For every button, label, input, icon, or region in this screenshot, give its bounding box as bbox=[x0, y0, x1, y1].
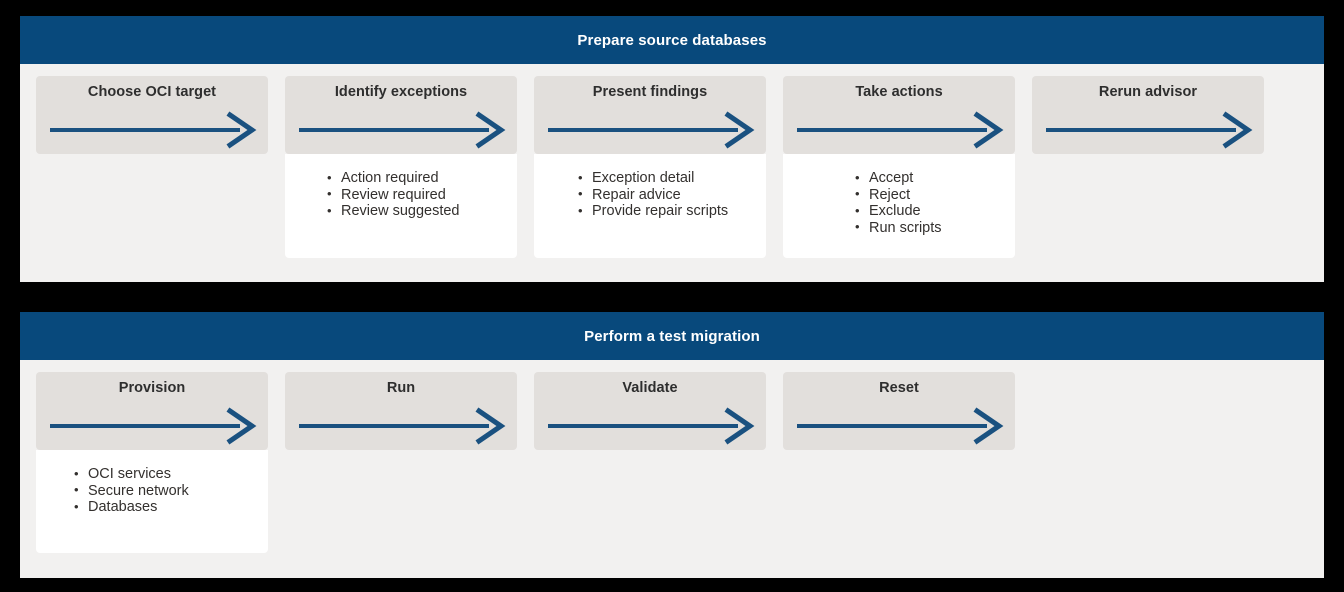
step-title: Run bbox=[386, 380, 416, 396]
bullet-item: Repair advice bbox=[544, 186, 756, 204]
step-box[interactable]: Run bbox=[285, 372, 517, 450]
bullet-card: Action requiredReview requiredReview sug… bbox=[285, 154, 517, 258]
step-box[interactable]: Validate bbox=[534, 372, 766, 450]
right-arrow-icon bbox=[797, 407, 1005, 445]
bullet-item: Reject bbox=[793, 186, 1005, 204]
column-provision: Provision OCI servicesSecure networkData… bbox=[36, 372, 268, 553]
bullet-card: AcceptRejectExcludeRun scripts bbox=[783, 154, 1015, 258]
panel-prepare-source-databases: Prepare source databases Choose OCI targ… bbox=[20, 16, 1324, 282]
bullet-item: Accept bbox=[793, 170, 1005, 187]
bullet-list: Action requiredReview requiredReview sug… bbox=[295, 170, 507, 220]
bullet-item: OCI services bbox=[46, 466, 258, 483]
bullet-card-placeholder bbox=[36, 154, 268, 258]
bullet-card-placeholder bbox=[1032, 154, 1264, 258]
bullet-list: OCI servicesSecure networkDatabases bbox=[46, 466, 258, 516]
bullet-item: Databases bbox=[46, 499, 258, 516]
bullet-list: Exception detailRepair adviceProvide rep… bbox=[544, 170, 756, 220]
bullet-item: Review required bbox=[295, 186, 507, 204]
bullet-card-placeholder bbox=[534, 450, 766, 554]
panel-perform-test-migration: Perform a test migration Provision OCI s… bbox=[20, 312, 1324, 578]
right-arrow-icon bbox=[299, 407, 507, 445]
column-validate: Validate bbox=[534, 372, 766, 554]
column-take-actions: Take actions AcceptRejectExcludeRun scri… bbox=[783, 76, 1015, 258]
bullet-item: Exclude bbox=[793, 203, 1005, 220]
step-title: Validate bbox=[622, 380, 678, 396]
step-box[interactable]: Rerun advisor bbox=[1032, 76, 1264, 154]
bullet-item: Provide repair scripts bbox=[544, 203, 756, 220]
bullet-item: Run scripts bbox=[793, 219, 1005, 237]
step-box[interactable]: Present findings bbox=[534, 76, 766, 154]
column-present-findings: Present findings Exception detailRepair … bbox=[534, 76, 766, 258]
step-box[interactable]: Reset bbox=[783, 372, 1015, 450]
right-arrow-icon bbox=[1046, 111, 1254, 149]
step-box[interactable]: Identify exceptions bbox=[285, 76, 517, 154]
right-arrow-icon bbox=[50, 407, 258, 445]
right-arrow-icon bbox=[299, 111, 507, 149]
panel-2-columns: Provision OCI servicesSecure networkData… bbox=[20, 360, 1324, 554]
column-identify-exceptions: Identify exceptions Action requiredRevie… bbox=[285, 76, 517, 258]
column-choose-oci-target: Choose OCI target bbox=[36, 76, 268, 258]
step-box[interactable]: Provision bbox=[36, 372, 268, 450]
bullet-card-placeholder bbox=[783, 450, 1015, 554]
step-box[interactable]: Take actions bbox=[783, 76, 1015, 154]
step-box[interactable]: Choose OCI target bbox=[36, 76, 268, 154]
step-title: Identify exceptions bbox=[334, 84, 468, 100]
panel-header-title: Prepare source databases bbox=[20, 16, 1324, 64]
column-reset: Reset bbox=[783, 372, 1015, 554]
panel-1-columns: Choose OCI target Identify exceptions bbox=[20, 64, 1324, 258]
right-arrow-icon bbox=[797, 111, 1005, 149]
right-arrow-icon bbox=[50, 111, 258, 149]
step-title: Choose OCI target bbox=[87, 84, 217, 100]
step-title: Provision bbox=[118, 380, 186, 396]
panel-header-title: Perform a test migration bbox=[20, 312, 1324, 360]
bullet-item: Review suggested bbox=[295, 203, 507, 220]
bullet-card-placeholder bbox=[285, 450, 517, 554]
bullet-card: Exception detailRepair adviceProvide rep… bbox=[534, 154, 766, 258]
right-arrow-icon bbox=[548, 407, 756, 445]
step-title: Present findings bbox=[592, 84, 708, 100]
bullet-card: OCI servicesSecure networkDatabases bbox=[36, 450, 268, 553]
column-rerun-advisor: Rerun advisor bbox=[1032, 76, 1264, 258]
column-run: Run bbox=[285, 372, 517, 554]
bullet-item: Exception detail bbox=[544, 170, 756, 187]
step-title: Rerun advisor bbox=[1098, 84, 1198, 100]
bullet-item: Secure network bbox=[46, 482, 258, 500]
bullet-list: AcceptRejectExcludeRun scripts bbox=[793, 170, 1005, 236]
bullet-item: Action required bbox=[295, 170, 507, 187]
step-title: Reset bbox=[879, 380, 919, 396]
step-title: Take actions bbox=[855, 84, 943, 100]
right-arrow-icon bbox=[548, 111, 756, 149]
